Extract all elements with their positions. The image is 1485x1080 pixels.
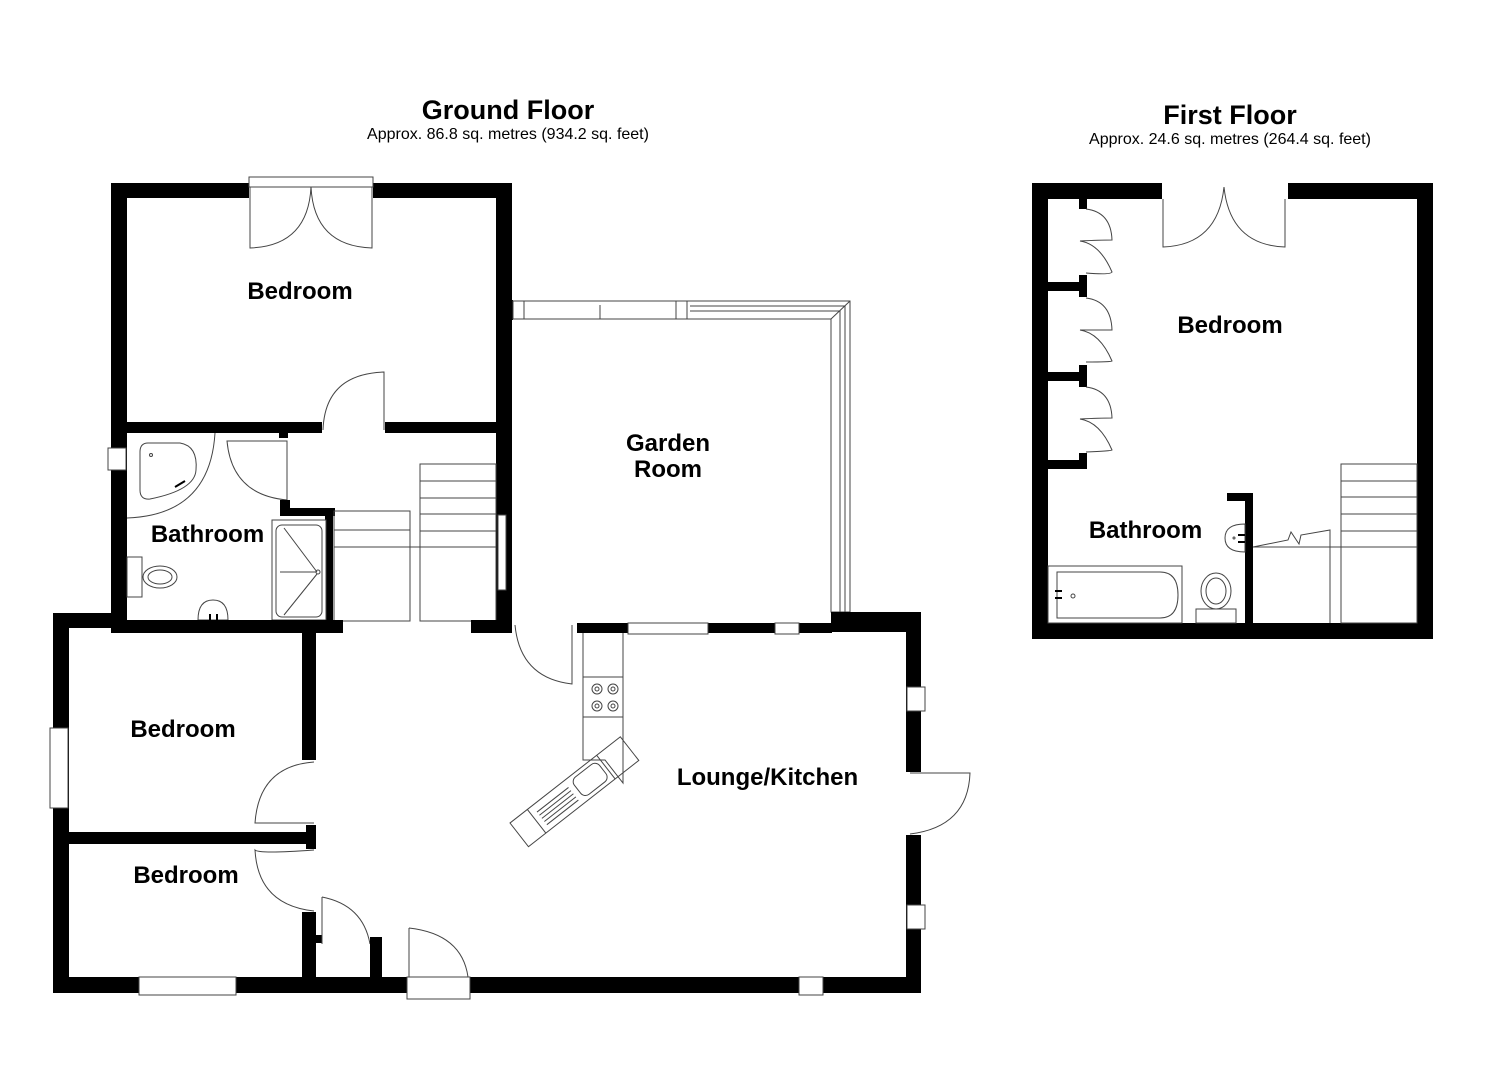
window-icon bbox=[906, 686, 926, 712]
door-swing-icon bbox=[514, 624, 573, 685]
door-swing-icon bbox=[322, 371, 385, 431]
window-icon bbox=[627, 622, 709, 635]
patio-door-swing-icon bbox=[909, 772, 971, 835]
window-icon bbox=[497, 514, 507, 591]
ground-floor-heading: Ground Floor Approx. 86.8 sq. metres (93… bbox=[308, 95, 708, 145]
window-icon bbox=[798, 976, 824, 996]
corner-bath-icon bbox=[126, 432, 216, 519]
door-swing-icon bbox=[321, 896, 371, 945]
first-floor-heading: First Floor Approx. 24.6 sq. metres (264… bbox=[1030, 100, 1430, 150]
room-label-ground-bedroom-1: Bedroom bbox=[247, 278, 353, 305]
window-icon bbox=[774, 622, 800, 635]
first-floor-area: Approx. 24.6 sq. metres (264.4 sq. feet) bbox=[1089, 131, 1371, 148]
door-swing-icon bbox=[254, 848, 315, 912]
front-door-icon bbox=[406, 927, 471, 1000]
window-icon bbox=[107, 447, 127, 471]
french-door-icon bbox=[248, 176, 374, 249]
window-icon bbox=[49, 727, 69, 809]
staircase-icon bbox=[333, 463, 497, 622]
room-label-lounge-kitchen: Lounge/Kitchen bbox=[676, 764, 859, 791]
room-label-first-bathroom: Bathroom bbox=[1088, 517, 1203, 544]
room-label-ground-bedroom-2: Bedroom bbox=[130, 716, 236, 743]
toilet-icon bbox=[126, 556, 178, 598]
ground-floor-area: Approx. 86.8 sq. metres (934.2 sq. feet) bbox=[367, 126, 649, 143]
window-icon bbox=[138, 976, 237, 996]
door-swing-icon bbox=[254, 761, 315, 824]
basin-icon bbox=[197, 599, 229, 621]
shower-tray-icon bbox=[271, 519, 327, 621]
ground-floor-title: Ground Floor bbox=[421, 95, 595, 125]
first-floor-title: First Floor bbox=[1163, 100, 1297, 130]
kitchen-worktop-icon bbox=[582, 633, 624, 785]
kitchen-sink-icon bbox=[509, 736, 640, 848]
door-swing-icon bbox=[226, 440, 288, 501]
room-label-garden-room-text: Garden Room bbox=[625, 430, 711, 483]
room-label-ground-bedroom-3: Bedroom bbox=[133, 862, 239, 889]
room-label-garden-room: Garden Room bbox=[608, 431, 728, 483]
garden-room-glazing bbox=[512, 300, 851, 613]
room-label-first-bedroom: Bedroom bbox=[1177, 312, 1283, 339]
window-icon bbox=[906, 904, 926, 930]
room-label-ground-bathroom: Bathroom bbox=[150, 521, 265, 548]
